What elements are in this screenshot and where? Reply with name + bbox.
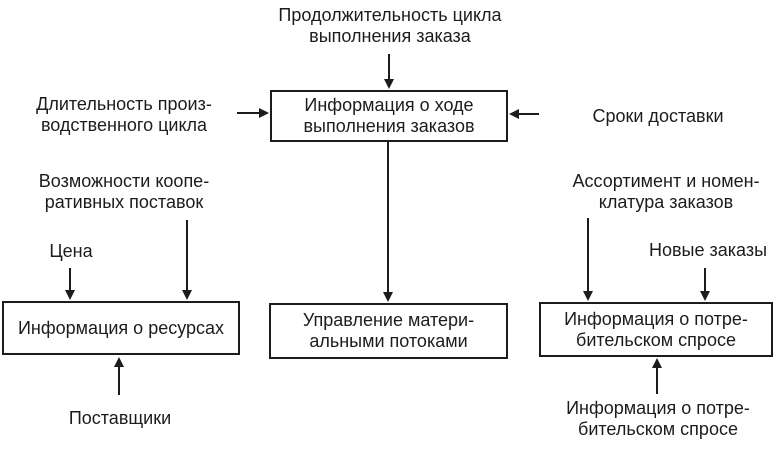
label-delivery-terms: Сроки доставки	[592, 106, 724, 126]
label-production-cycle-length: Длительность произ- водственного цикла	[36, 94, 212, 135]
label-new-orders: Новые заказы	[648, 240, 768, 260]
label-order-cycle-duration: Продолжительность цикла выполнения заказ…	[278, 5, 502, 46]
label-consumer-demand-info: Информация о потре- бительском спросе	[566, 398, 750, 439]
arrow-production-cycle-to-order-progress	[237, 108, 269, 118]
node-consumer-demand-info: Информация о потре- бительском спросе	[539, 302, 773, 357]
arrow-shaft	[656, 367, 658, 394]
arrow-cooperative-supply-to-resources	[182, 220, 192, 300]
arrow-assortment-to-consumer-demand	[583, 218, 593, 301]
arrow-head	[383, 292, 393, 302]
arrow-head	[583, 291, 593, 301]
arrow-head	[114, 357, 124, 367]
arrow-shaft	[388, 54, 390, 80]
arrow-head	[509, 109, 519, 119]
arrow-shaft	[518, 113, 539, 115]
arrow-head	[182, 290, 192, 300]
arrow-head	[700, 291, 710, 301]
arrow-demand-info-to-consumer-demand	[652, 358, 662, 394]
node-resources-info: Информация о ресурсах	[2, 301, 240, 355]
arrow-shaft	[186, 220, 188, 291]
arrow-shaft	[387, 142, 389, 293]
arrow-price-to-resources	[65, 268, 75, 300]
label-suppliers: Поставщики	[68, 408, 172, 428]
arrow-shaft	[118, 366, 120, 395]
arrow-order-progress-to-material-flow	[383, 142, 393, 302]
arrow-delivery-terms-to-order-progress	[509, 109, 539, 119]
arrow-shaft	[704, 268, 706, 292]
arrow-shaft	[69, 268, 71, 291]
node-order-progress-info: Информация о ходе выполнения заказов	[270, 90, 508, 142]
arrow-head	[384, 79, 394, 89]
arrow-head	[652, 358, 662, 368]
arrow-head	[65, 290, 75, 300]
arrow-head	[259, 108, 269, 118]
arrow-order-cycle-to-order-progress	[384, 54, 394, 89]
label-price: Цена	[49, 241, 93, 261]
node-material-flow-management: Управление матери- альными потоками	[269, 303, 508, 359]
arrow-shaft	[237, 112, 260, 114]
arrow-new-orders-to-consumer-demand	[700, 268, 710, 301]
label-cooperative-supply: Возможности коопе- ративных поставок	[38, 171, 210, 212]
arrow-shaft	[587, 218, 589, 292]
label-assortment: Ассортимент и номен- клатура заказов	[572, 171, 760, 212]
arrow-suppliers-to-resources	[114, 357, 124, 395]
